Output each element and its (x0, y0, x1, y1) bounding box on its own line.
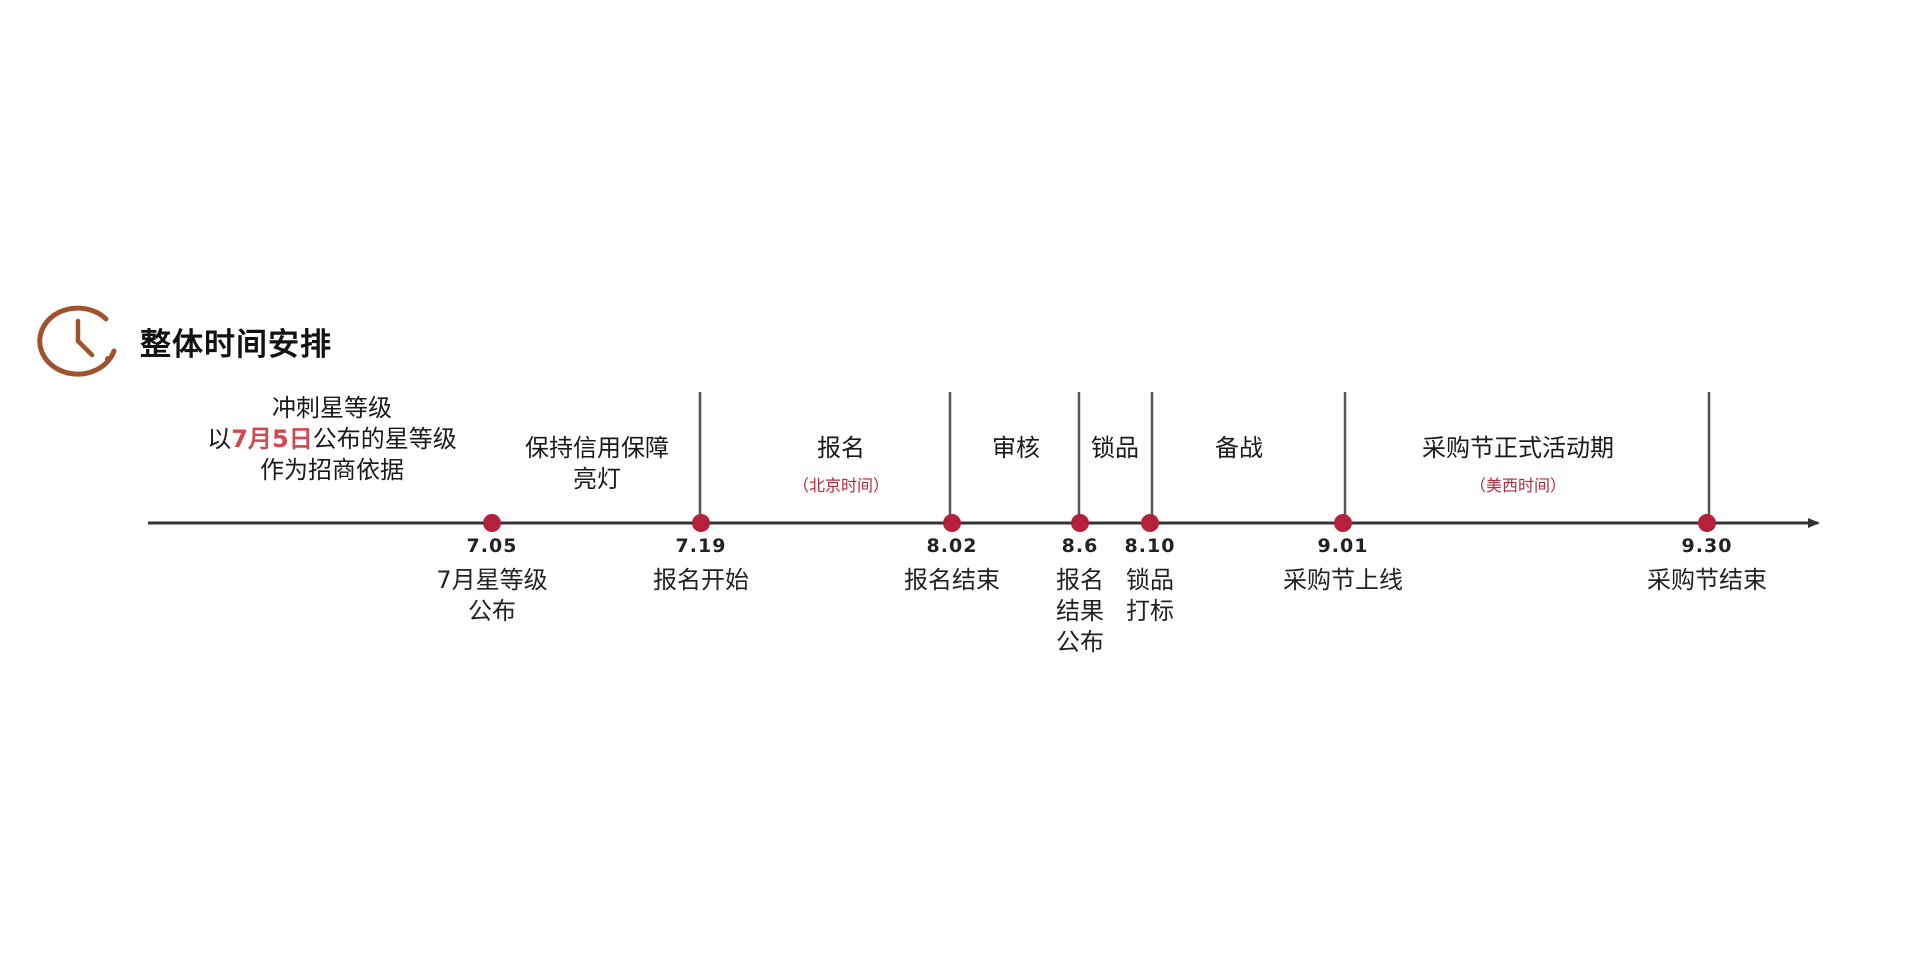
phase-label-5: 备战 (1215, 433, 1263, 464)
milestone-date-2: 7.19 (675, 535, 727, 557)
phase-dividers (698, 392, 1711, 523)
milestone-event-line: 采购节上线 (1283, 566, 1403, 594)
milestone-event-7: 采购节结束 (1647, 565, 1767, 596)
intro-line-2: 以7月5日公布的星等级 (207, 425, 457, 453)
highlight-date: 7月5日 (231, 425, 313, 453)
section-header: 整体时间安排 (36, 305, 332, 377)
milestone-event-line: 结果 (1056, 597, 1104, 625)
intro-note: 冲刺星等级 以7月5日公布的星等级 作为招商依据 (207, 393, 456, 486)
milestone-marker-7 (1698, 514, 1716, 532)
phase-label-line: 保持信用保障 (525, 434, 669, 462)
milestone-event-6: 采购节上线 (1283, 565, 1403, 596)
milestone-event-line: 采购节结束 (1647, 566, 1767, 594)
phase-label-line: 报名 (816, 434, 865, 462)
phase-label-1: 保持信用保障亮灯 (525, 433, 669, 495)
phase-label-3: 审核 (992, 433, 1040, 464)
milestone-date-4: 8.6 (1061, 535, 1099, 557)
milestone-marker-3 (943, 514, 961, 532)
timezone-note: （美西时间） (1469, 476, 1566, 495)
milestone-event-line: 报名开始 (653, 566, 749, 594)
phase-label-line: 审核 (992, 434, 1040, 462)
milestone-event-1: 7月星等级公布 (436, 565, 547, 627)
intro-line-3: 作为招商依据 (260, 456, 404, 484)
clock-icon (37, 305, 117, 377)
milestone-event-5: 锁品打标 (1126, 565, 1174, 627)
milestone-date-6: 9.01 (1317, 535, 1369, 557)
intro-line-1: 冲刺星等级 (272, 394, 392, 422)
milestone-event-3: 报名结束 (904, 565, 1000, 596)
milestone-event-line: 锁品 (1126, 566, 1174, 594)
milestone-event-2: 报名开始 (653, 565, 749, 596)
milestone-markers (483, 514, 1716, 532)
milestone-marker-1 (483, 514, 501, 532)
milestone-date-3: 8.02 (926, 535, 978, 557)
milestone-event-line: 打标 (1126, 597, 1174, 625)
milestone-event-line: 报名结束 (904, 566, 1000, 594)
milestone-event-line: 公布 (468, 597, 516, 625)
timezone-note: （北京时间） (792, 476, 890, 495)
milestone-event-line: 公布 (1056, 628, 1104, 656)
milestone-date-7: 9.30 (1681, 535, 1733, 557)
phase-label-6: 采购节正式活动期 （美西时间） (1422, 433, 1614, 501)
milestone-marker-2 (692, 514, 710, 532)
milestone-marker-5 (1141, 514, 1159, 532)
milestone-event-line: 7月星等级 (436, 566, 548, 594)
phase-label-line: 锁品 (1091, 434, 1139, 462)
phase-label-line: 采购节正式活动期 (1422, 434, 1614, 462)
milestone-date-1: 7.05 (466, 535, 518, 557)
phase-label-2: 报名 （北京时间） (793, 433, 889, 501)
milestone-event-4: 报名结果公布 (1056, 565, 1104, 658)
phase-label-line: 备战 (1215, 434, 1263, 462)
phase-label-4: 锁品 (1091, 433, 1139, 464)
phase-label-line: 亮灯 (573, 465, 621, 493)
milestone-date-5: 8.10 (1124, 535, 1176, 557)
milestone-event-line: 报名 (1056, 566, 1104, 594)
page-title: 整体时间安排 (140, 326, 332, 363)
milestone-marker-6 (1334, 514, 1352, 532)
milestone-marker-4 (1071, 514, 1089, 532)
